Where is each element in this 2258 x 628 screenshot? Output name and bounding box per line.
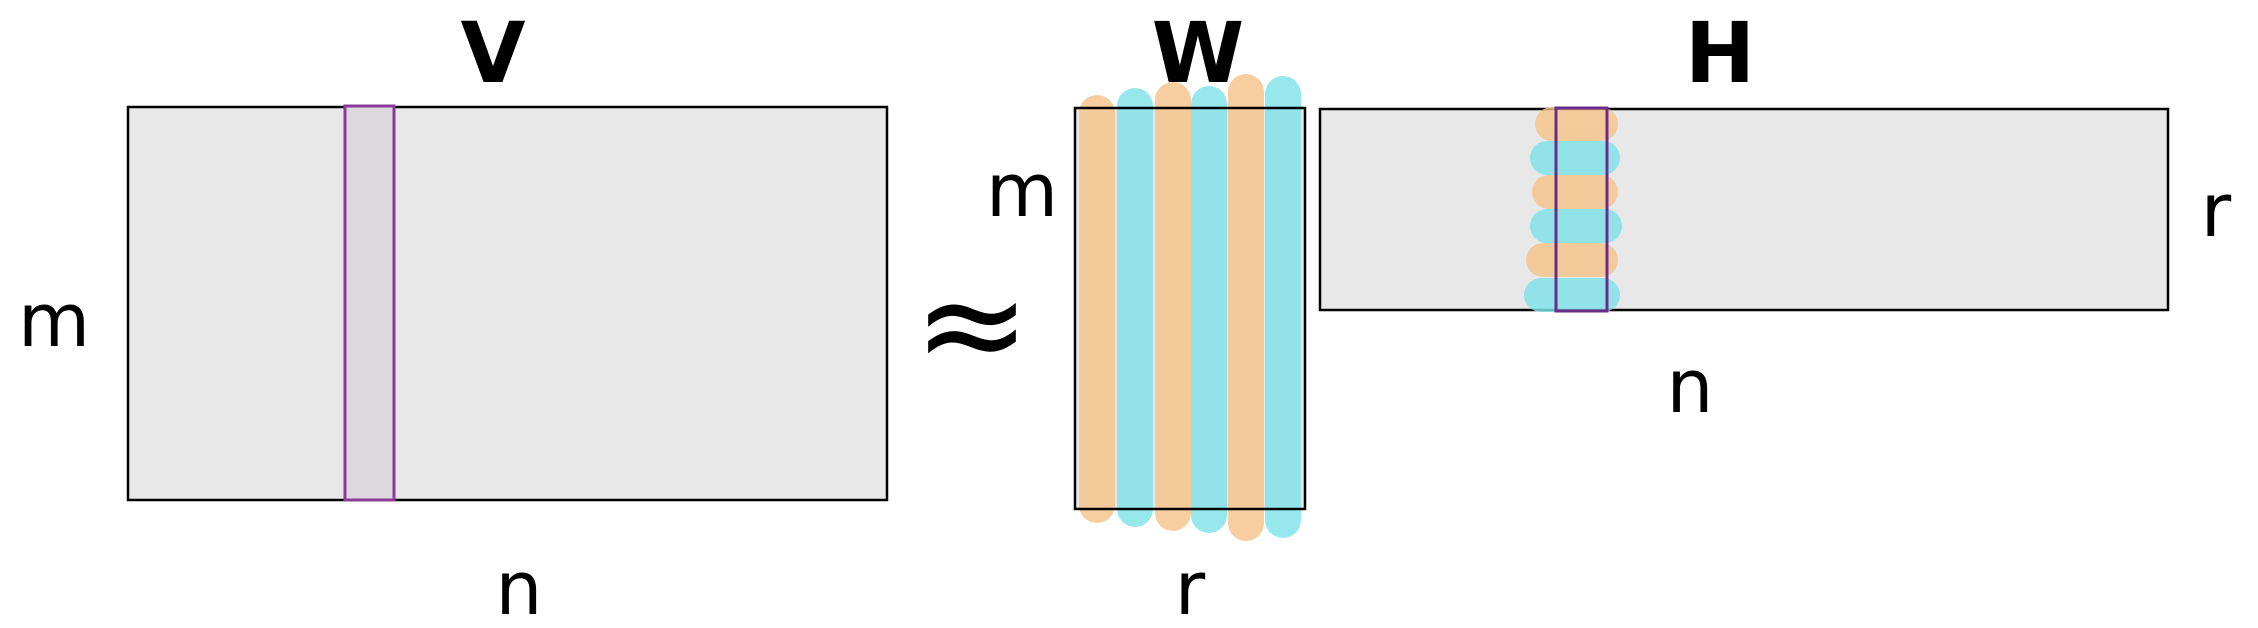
w-factor-column-2 [1117, 88, 1153, 527]
matrix-v-title: V [460, 4, 525, 102]
matrix-v-cols-label: n [496, 546, 543, 628]
matrix-w-cols-label: r [1175, 546, 1206, 628]
matrix-h-title: H [1685, 4, 1755, 102]
matrix-w-columns [1079, 74, 1301, 541]
matrix-w-title: W [1152, 4, 1245, 102]
w-factor-column-4 [1191, 86, 1227, 533]
w-factor-column-6 [1265, 76, 1301, 538]
matrix-w-border [1073, 106, 1307, 511]
matrix-h-body [1318, 107, 2170, 312]
matrix-h-cols-label: n [1667, 344, 1714, 430]
matrix-h: H r n [1318, 4, 2232, 430]
matrix-v-column-highlight [343, 104, 396, 502]
h-factor-row-5 [1526, 243, 1618, 277]
w-factor-column-5 [1228, 74, 1264, 541]
matrix-w-rows-label: m [986, 148, 1058, 234]
h-factor-row-3 [1532, 175, 1618, 209]
h-factor-row-4 [1530, 209, 1622, 243]
h-factor-row-2 [1530, 141, 1620, 175]
matrix-h-rows-label: r [2201, 168, 2232, 254]
approx-operator: ≈ [913, 243, 1030, 406]
matrix-h-column-highlight [1554, 106, 1609, 313]
w-factor-column-3 [1155, 82, 1191, 531]
w-factor-column-1 [1079, 95, 1115, 523]
matrix-v-rows-label: m [18, 278, 90, 364]
matrix-v: V m n [18, 4, 889, 628]
h-factor-row-6 [1524, 278, 1620, 312]
matrix-w: W m r [986, 4, 1307, 628]
matrix-v-body [126, 105, 889, 502]
